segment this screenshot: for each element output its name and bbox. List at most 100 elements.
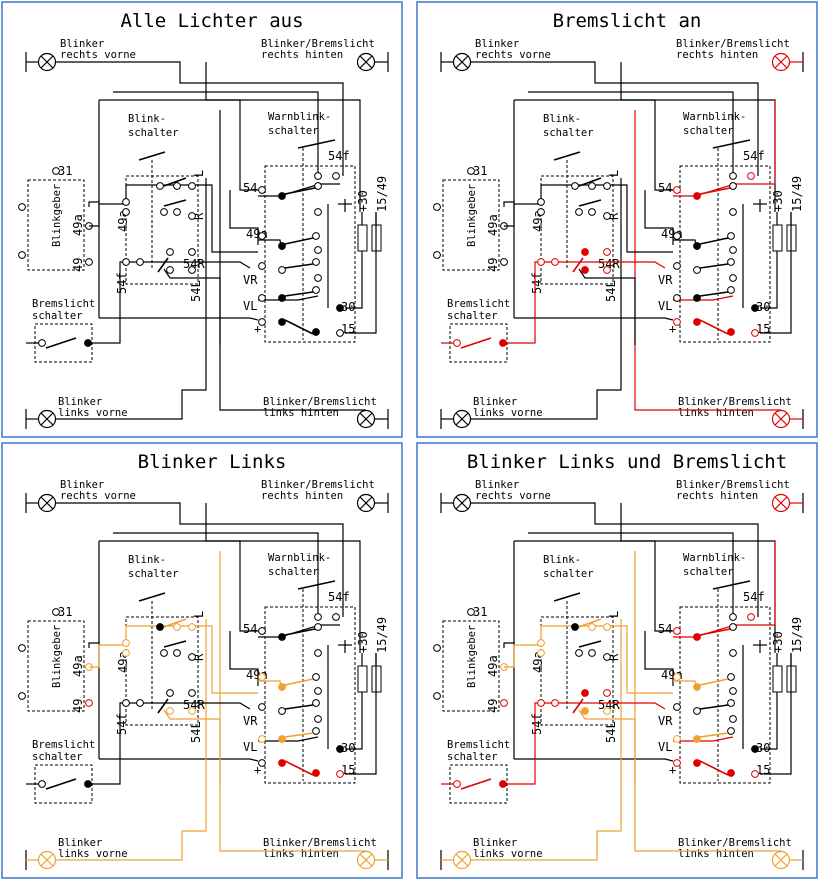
blinkschalter-term-49a-1: [537, 639, 545, 647]
blinkschalter-box: [125, 616, 199, 726]
wire-brake-VL: [673, 736, 734, 742]
wire-49a-loop: [88, 100, 100, 207]
hazard-term-b-54: [314, 182, 322, 190]
blinkgeber-49-label: 49: [71, 258, 85, 272]
hazard-term-b-15: [727, 769, 735, 777]
wire-blink-49a: [89, 625, 190, 668]
panel-title: Blinker Links: [138, 451, 287, 473]
brake-switch-contact: [45, 778, 77, 790]
lamp-front-left-label-1: links vorne: [473, 407, 543, 419]
lamp-front-left-label: Blinker: [58, 396, 102, 408]
lamp-front-left-label-1: links vorne: [58, 848, 128, 860]
wire-front-left-feed: [56, 619, 207, 861]
wire-rear-left-feed: [219, 110, 366, 411]
blinkgeber-term-49: [85, 258, 93, 266]
hazard-contact-VL: [699, 291, 729, 297]
blinkgeber-label: Blinkgeber: [466, 184, 478, 247]
lamp-rear-left-label: Blinker/Bremslicht: [263, 837, 377, 849]
hazard-term-15: [751, 329, 759, 337]
lamp-rear-right-x2: [774, 496, 788, 510]
wire-rear-left-feed: [219, 551, 366, 852]
hazard-term-b-54: [729, 623, 737, 631]
lamp-rear-right-x2: [359, 55, 373, 69]
blinkgeber-49-label: 49: [486, 258, 500, 272]
warnblinkschalter-box: [679, 165, 771, 343]
hazard-term-15: [336, 770, 344, 778]
hazard-term-left-VL: [673, 294, 681, 302]
blinkschalter-term-c: [160, 649, 168, 657]
hazard-term-a-54: [278, 192, 286, 200]
wire-brake-54: [673, 183, 755, 197]
blink-lever: [138, 592, 166, 602]
lamp-front-left-label-1: links vorne: [58, 407, 128, 419]
blink-lever: [553, 592, 581, 602]
hazard-term-a-VL: [693, 735, 701, 743]
wire-blink-L-out: [190, 625, 258, 694]
wire-top-harness: [113, 532, 319, 617]
blinkschalter-L-label: L: [192, 611, 206, 618]
lamp-rear-right-x2: [774, 55, 788, 69]
wire-plus-feed: [514, 758, 674, 762]
blinkschalter-term-R: [188, 653, 196, 661]
blinkgeber-49-label: 49: [71, 699, 85, 713]
blinkschalter-contact-54: [157, 698, 169, 714]
lamp-rear-right-label-1: rechts hinten: [676, 490, 758, 502]
panel-frame: [416, 442, 818, 879]
hazard-term-left-54: [258, 627, 266, 635]
lamp-rear-left-label-1: links hinten: [678, 407, 754, 419]
lamp-rear-left-label-1: links hinten: [263, 848, 339, 860]
blinkgeber-term-31: [52, 167, 60, 175]
blinkschalter-term-54R: [188, 248, 196, 256]
wire-49a-link: [229, 631, 259, 686]
blinkschalter-term-L: [603, 623, 611, 631]
wire-blink-L-out: [190, 184, 258, 253]
hazard-term-left-49a: [673, 232, 681, 240]
blinkschalter-L-label: L: [607, 170, 621, 177]
hazard-term-30: [751, 304, 759, 312]
blinkschalter-term-b: [588, 623, 596, 631]
hazard-term-left-49a: [258, 673, 266, 681]
warn-VR-label: VR: [243, 714, 258, 728]
hazard-term-top-2: [332, 613, 340, 621]
blinkschalter-label-1: schalter: [128, 127, 179, 139]
warnblinkschalter-label: Warnblink-: [268, 552, 331, 564]
brake-switch-term-in: [453, 339, 461, 347]
blinkschalter-term-49a-1: [122, 639, 130, 647]
warnblinkschalter-box: [264, 606, 356, 784]
hazard-term-b-49a: [727, 673, 735, 681]
wire-rear-left-feed: [634, 110, 781, 411]
lamp-rear-left-label: Blinker/Bremslicht: [678, 396, 792, 408]
blinkschalter-contact-54: [572, 257, 584, 273]
lamp-front-right-x2: [455, 55, 469, 69]
lamp-rear-left-x2: [359, 853, 373, 867]
wire-30-feed: [345, 251, 363, 309]
wire-brake-54: [258, 183, 340, 197]
wire-54-feed: [99, 540, 258, 632]
hazard-term-a-15: [278, 759, 286, 767]
wire-49a-link: [644, 190, 674, 245]
hazard-term-mid-2: [314, 246, 322, 254]
warn-30-label: 30: [341, 741, 355, 755]
warn-VL-label: VL: [658, 740, 672, 754]
warn-30-label: 30: [756, 300, 770, 314]
hazard-term-b-54: [314, 623, 322, 631]
blinkschalter-term-d: [173, 649, 181, 657]
hazard-term-top-1: [729, 172, 737, 180]
hazard-term-a-15: [278, 318, 286, 326]
lamp-rear-left-label: Blinker/Bremslicht: [263, 396, 377, 408]
panel-1: Alle Lichter ausBlinkgeber3149a49Blink-s…: [1, 1, 403, 438]
fuse-30: [772, 665, 783, 693]
blinkschalter-54f-label: 54f: [530, 713, 544, 735]
blinkschalter-contact-L: [163, 177, 187, 187]
blinkschalter-term-a: [571, 623, 579, 631]
fuse-30: [357, 665, 368, 693]
lamp-rear-left-x2: [774, 853, 788, 867]
hazard-term-left-VL: [258, 735, 266, 743]
blinkschalter-54L-label: 54L: [189, 280, 203, 302]
wire-front-right-feed: [56, 502, 344, 617]
wire-blink-L-out: [605, 625, 673, 694]
blinkgeber-49-label: 49: [486, 699, 500, 713]
lamp-front-left-label: Blinker: [473, 837, 517, 849]
wire-brake-main: [507, 702, 666, 785]
